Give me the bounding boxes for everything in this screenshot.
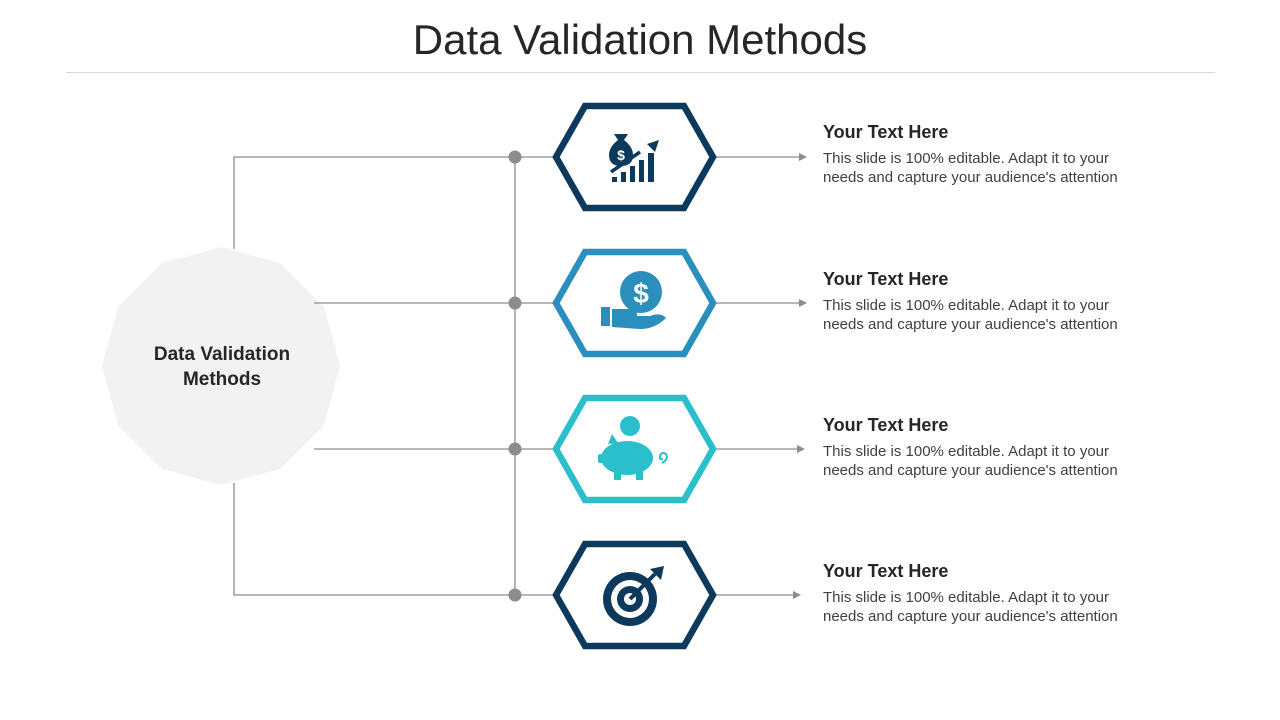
item-text-3: Your Text Here This slide is 100% editab… — [823, 415, 1163, 480]
target-arrow-icon — [603, 566, 664, 626]
item-heading: Your Text Here — [823, 561, 949, 581]
svg-text:$: $ — [633, 278, 649, 309]
junction-dot-3 — [508, 442, 522, 456]
item-body: This slide is 100% editable. Adapt it to… — [823, 589, 1118, 625]
title-divider — [66, 72, 1215, 73]
item-body: This slide is 100% editable. Adapt it to… — [823, 150, 1118, 186]
slide-title: Data Validation Methods — [412, 16, 868, 63]
arrowhead-2 — [799, 299, 807, 307]
item-body: This slide is 100% editable. Adapt it to… — [823, 297, 1118, 333]
piggy-bank-icon — [598, 416, 668, 480]
item-body: This slide is 100% editable. Adapt it to… — [823, 443, 1118, 479]
hand-holding-dollar-coin-icon: $ — [601, 271, 666, 329]
junction-dots — [508, 150, 522, 602]
connector-to-item-1 — [233, 156, 515, 249]
money-bag-growth-chart-icon: $ — [609, 134, 659, 182]
junction-dot-4 — [508, 588, 522, 602]
junction-dot-1 — [508, 150, 522, 164]
item-text-1: Your Text Here This slide is 100% editab… — [823, 122, 1163, 187]
item-heading: Your Text Here — [823, 122, 949, 142]
arrowhead-1 — [799, 153, 807, 161]
item-heading: Your Text Here — [823, 415, 949, 435]
center-dodecagon — [102, 247, 340, 485]
item-text-2: Your Text Here This slide is 100% editab… — [823, 269, 1163, 334]
center-label: Data Validation Methods — [153, 344, 291, 390]
connector-to-item-4 — [233, 483, 515, 596]
junction-dot-2 — [508, 296, 522, 310]
svg-text:$: $ — [617, 147, 625, 163]
arrowheads — [793, 153, 807, 599]
arrowhead-3 — [797, 445, 805, 453]
item-heading: Your Text Here — [823, 269, 949, 289]
item-text-4: Your Text Here This slide is 100% editab… — [823, 561, 1163, 626]
arrowhead-4 — [793, 591, 801, 599]
